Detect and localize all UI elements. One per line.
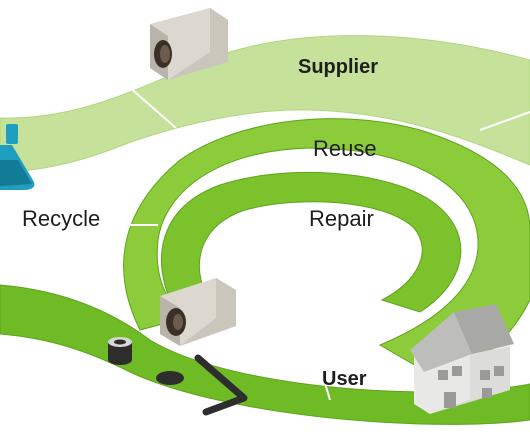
house-icon: [410, 304, 514, 414]
bearing-box-icon: [160, 278, 236, 346]
ring-icon: [108, 337, 132, 365]
band-divider: [317, 359, 331, 401]
supplier-label: Supplier: [298, 56, 379, 78]
band-divider: [127, 85, 177, 129]
repair-label: Repair: [309, 206, 374, 231]
washer-icon: [156, 371, 184, 385]
reuse-label: Reuse: [313, 136, 377, 161]
hex-key-icon: [194, 354, 248, 416]
user-label: User: [322, 368, 367, 390]
user-band: [0, 284, 530, 425]
band-divider: [479, 111, 530, 131]
repair-loop: [161, 171, 462, 313]
bearing-box-icon: [150, 8, 228, 80]
recycle-label: Recycle: [22, 206, 101, 231]
flask-icon: [0, 124, 35, 190]
